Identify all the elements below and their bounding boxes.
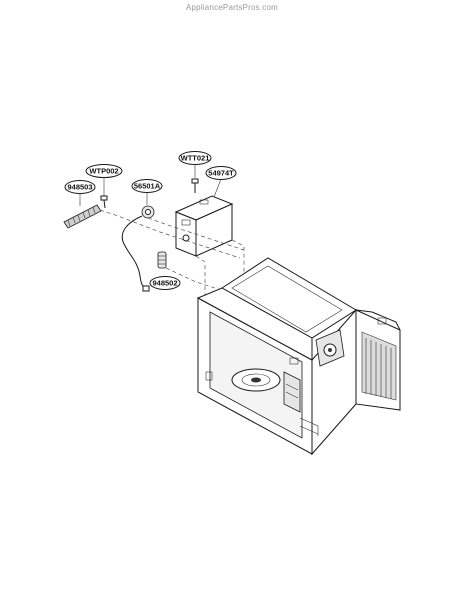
clip-948502 bbox=[157, 251, 167, 269]
motor-plate bbox=[315, 329, 345, 367]
lamp-socket-56501a bbox=[121, 205, 155, 292]
callout-wtt021[interactable]: WTT021 bbox=[178, 151, 212, 179]
callout-948502[interactable]: 948502 bbox=[149, 276, 181, 290]
callout-label-wtp002: WTP002 bbox=[89, 167, 118, 176]
vent-grille bbox=[361, 331, 397, 401]
callout-label-948503: 948503 bbox=[67, 183, 92, 192]
watermark-text: AppliancePartsPros.com bbox=[186, 3, 278, 12]
callout-948503[interactable]: 948503 bbox=[64, 180, 96, 207]
callout-label-wtt021: WTT021 bbox=[181, 154, 210, 163]
callout-label-54974t: 54974T bbox=[208, 169, 234, 178]
callout-label-56501a: 56501A bbox=[134, 182, 161, 191]
screw-wtt021 bbox=[191, 178, 199, 193]
screw-wtp002 bbox=[100, 195, 108, 209]
heater-rod-948503 bbox=[63, 204, 102, 229]
callout-54974t[interactable]: 54974T bbox=[205, 166, 237, 198]
turntable bbox=[231, 368, 281, 392]
switch-bracket bbox=[283, 371, 301, 413]
callout-label-948502: 948502 bbox=[152, 279, 177, 288]
callout-56501a[interactable]: 56501A bbox=[131, 179, 163, 206]
microwave-cavity bbox=[196, 257, 401, 456]
bracket-54974t bbox=[174, 195, 234, 257]
callout-wtp002[interactable]: WTP002 bbox=[85, 164, 123, 198]
